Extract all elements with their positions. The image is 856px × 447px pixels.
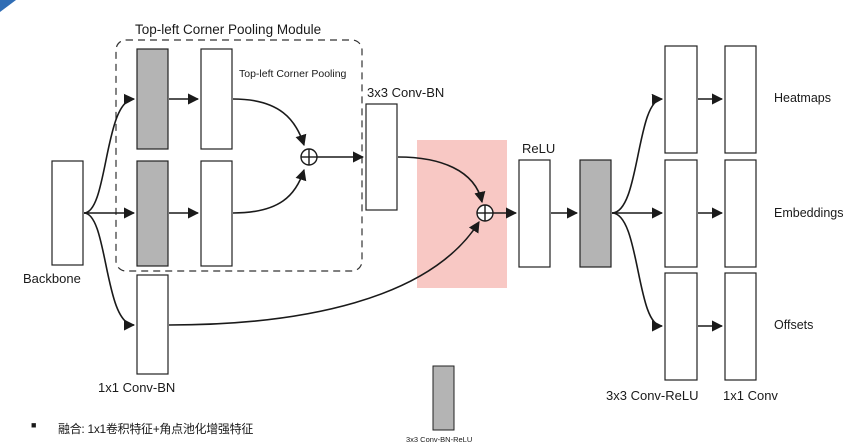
offsets-conv1x1-block <box>724 272 757 381</box>
conv1x1-to-sum-arrow <box>168 221 480 326</box>
embeddings-conv3x3-block <box>664 159 698 268</box>
backbone-block <box>51 160 84 266</box>
embeddings-conv1x1-block <box>724 159 757 268</box>
sum-node-fusion <box>476 204 494 222</box>
conv3x3-bn-label: 3x3 Conv-BN <box>367 85 444 100</box>
module-title: Top-left Corner Pooling Module <box>135 22 321 37</box>
conv1x1-bn-label: 1x1 Conv-BN <box>98 380 175 395</box>
gray-to-pool-arrows <box>169 93 200 219</box>
footer-bullet: ■ <box>31 420 37 430</box>
heatmaps-conv3x3-block <box>664 45 698 154</box>
conv3x3-bn-block <box>365 103 398 211</box>
legend-gray-label: 3x3 Conv-BN-ReLU <box>406 435 472 444</box>
corner-pooling-module-box <box>115 39 363 272</box>
output-fanout-arrows <box>611 93 664 332</box>
output-conv-arrows <box>698 93 724 332</box>
pool-block-top <box>200 48 233 150</box>
legend-gray-block <box>432 365 455 431</box>
offsets-conv3x3-block <box>664 272 698 381</box>
relu-block <box>518 159 551 268</box>
pooling-label: Top-left Corner Pooling <box>239 68 347 80</box>
heatmaps-label: Heatmaps <box>774 91 831 105</box>
gray-conv-block-post <box>579 159 612 268</box>
conv1x1-bn-block <box>136 274 169 375</box>
offsets-label: Offsets <box>774 318 813 332</box>
pool-to-sum-curves <box>232 98 307 214</box>
conv3x3-to-sum-arrow <box>397 156 486 204</box>
footer-note: 融合: 1x1卷积特征+角点池化增强特征 <box>58 422 254 436</box>
gray-conv-block-top <box>136 48 169 150</box>
pool-block-bottom <box>200 160 233 267</box>
relu-label: ReLU <box>522 141 555 156</box>
conv3x3-relu-label: 3x3 Conv-ReLU <box>606 388 699 403</box>
backbone-fanout-arrows <box>83 93 136 331</box>
embeddings-label: Embeddings <box>774 206 844 220</box>
sum-node-pooling <box>300 148 318 166</box>
heatmaps-conv1x1-block <box>724 45 757 154</box>
gray-conv-block-bottom <box>136 160 169 267</box>
conv1x1-label: 1x1 Conv <box>723 388 778 403</box>
corner-accent <box>0 0 16 12</box>
backbone-label: Backbone <box>23 271 81 286</box>
